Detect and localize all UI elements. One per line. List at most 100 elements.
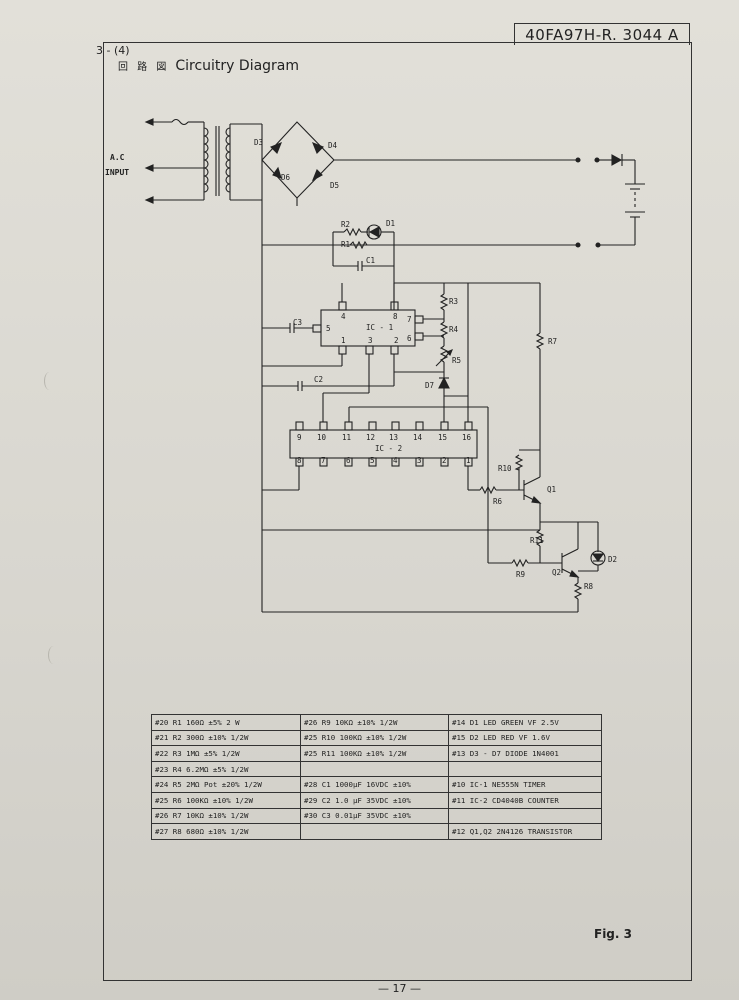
table-row: #22 R3 1MΩ ±5% 1/2W#25 R11 100KΩ ±10% 1/… (151, 745, 602, 762)
r11-label: R11 (530, 536, 544, 545)
d6-label: D6 (281, 173, 291, 182)
ic2-pin-label: 16 (462, 433, 472, 442)
d7-label: D7 (425, 381, 435, 390)
table-cell: #25 R11 100KΩ ±10% 1/2W (300, 745, 449, 762)
table-row: #26 R7 10KΩ ±10% 1/2W#30 C3 0.01μF 35VDC… (151, 807, 602, 825)
ic2-pin-label: 15 (438, 433, 448, 442)
table-row: #21 R2 300Ω ±10% 1/2W#25 R10 100KΩ ±10% … (151, 729, 602, 747)
r8-label: R8 (584, 582, 594, 591)
c2-label: C2 (314, 375, 324, 384)
bridge-rectifier (261, 121, 581, 206)
ic2-pin-label: 10 (317, 433, 327, 442)
table-cell: #26 R7 10KΩ ±10% 1/2W (151, 807, 301, 825)
table-cell: #15 D2 LED RED VF 1.6V (448, 729, 602, 747)
table-row: #27 R8 680Ω ±10% 1/2W #12 Q1,Q2 2N4126 TR… (151, 823, 602, 840)
transformer (203, 122, 262, 201)
page-title: 回 路 図 Circuitry Diagram (118, 58, 299, 74)
table-cell (448, 807, 602, 825)
ic2-pin-label: 1 (466, 456, 471, 465)
ic1-pin-label: 5 (326, 324, 331, 333)
r7-label: R7 (548, 337, 558, 346)
table-cell: #23 R4 6.2MΩ ±5% 1/2W (151, 760, 301, 778)
r1-label: R1 (341, 240, 351, 249)
r6-label: R6 (493, 497, 503, 506)
ic2-pin-label: 14 (413, 433, 423, 442)
ic1-pin-label: 4 (341, 312, 346, 321)
c3-label: C3 (293, 318, 303, 327)
table-cell (300, 823, 449, 840)
ic2-pin-label: 8 (297, 456, 302, 465)
table-cell: #25 R6 100KΩ ±10% 1/2W (151, 791, 301, 809)
ic1-pin-label: 8 (393, 312, 398, 321)
table-cell (300, 760, 449, 778)
ic1-body (262, 283, 444, 393)
d1-label: D1 (386, 219, 396, 228)
d3-label: D3 (254, 138, 264, 147)
d2-label: D2 (608, 555, 618, 564)
ic2-pin-label: 12 (366, 433, 376, 442)
d5-label: D5 (330, 181, 340, 190)
ac-label: A.C (110, 153, 125, 162)
table-cell: #26 R9 10KΩ ±10% 1/2W (300, 714, 449, 731)
q2-label: Q2 (552, 568, 562, 577)
ic2-pin-label: 2 (442, 456, 447, 465)
ic1-pin-label: 6 (407, 334, 412, 343)
page-frame (103, 42, 692, 981)
q2-stage (262, 521, 606, 613)
table-cell: #11 IC-2 CD4040B COUNTER (448, 791, 602, 809)
ic2-pin-label: 11 (342, 433, 352, 442)
table-cell: #27 R8 680Ω ±10% 1/2W (151, 823, 301, 840)
table-cell: #29 C2 1.0 μF 35VDC ±10% (300, 791, 449, 809)
table-cell: #22 R3 1MΩ ±5% 1/2W (151, 745, 301, 762)
r10-label: R10 (498, 464, 512, 473)
ac-input-lines (144, 118, 204, 204)
ic2-pin-label: 6 (346, 456, 351, 465)
punch-hole-mark (48, 646, 59, 664)
c2-capacitor (262, 372, 395, 391)
ic2-pin-label: 7 (321, 456, 326, 465)
punch-hole-mark (44, 372, 55, 390)
table-cell: #20 R1 160Ω ±5% 2 W (151, 714, 301, 731)
ic2-pin-label: 3 (417, 456, 422, 465)
q1-label: Q1 (547, 485, 557, 494)
section-number: 3 - (4) (96, 44, 130, 57)
page-number: — 17 — (378, 982, 421, 995)
table-cell: #21 R2 300Ω ±10% 1/2W (151, 729, 301, 747)
table-row: #20 R1 160Ω ±5% 2 W#26 R9 10KΩ ±10% 1/2W… (151, 714, 602, 731)
charging-network (261, 200, 581, 612)
q1-stage (468, 283, 578, 523)
table-row: #23 R4 6.2MΩ ±5% 1/2W (151, 760, 602, 778)
table-cell: #25 R10 100KΩ ±10% 1/2W (300, 729, 449, 747)
ic1-pin-label: 3 (368, 336, 373, 345)
figure-label: Fig. 3 (594, 927, 632, 941)
table-row: #25 R6 100KΩ ±10% 1/2W#29 C2 1.0 μF 35VD… (151, 791, 602, 809)
ic1-pin-label: 1 (341, 336, 346, 345)
table-cell: #13 D3 - D7 DIODE 1N4001 (448, 745, 602, 762)
table-cell (448, 760, 602, 778)
parts-list-table: #20 R1 160Ω ±5% 2 W#26 R9 10KΩ ±10% 1/2W… (151, 714, 602, 840)
r9-label: R9 (516, 570, 526, 579)
ic2-pin-label: 9 (297, 433, 302, 442)
d4-label: D4 (328, 141, 338, 150)
battery-output (594, 154, 645, 248)
ic2-body (262, 283, 489, 563)
ic2-label: IC - 2 (375, 444, 403, 453)
table-cell: #12 Q1,Q2 2N4126 TRANSISTOR (448, 823, 602, 840)
table-cell: #28 C1 1000μF 16VDC ±10% (300, 776, 449, 793)
ic1-pin-label: 7 (407, 315, 412, 324)
ic1-pin-label: 2 (394, 336, 399, 345)
r4-label: R4 (449, 325, 459, 334)
table-row: #24 R5 2MΩ Pot ±20% 1/2W#28 C1 1000μF 16… (151, 776, 602, 793)
table-cell: #14 D1 LED GREEN VF 2.5V (448, 714, 602, 731)
c1-label: C1 (366, 256, 376, 265)
ic2-pin-label: 5 (370, 456, 375, 465)
title-japanese: 回 路 図 (118, 62, 170, 73)
ic2-pin-label: 4 (393, 456, 398, 465)
r3-label: R3 (449, 297, 459, 306)
table-cell: #24 R5 2MΩ Pot ±20% 1/2W (151, 776, 301, 793)
document-number: 40FA97H-R. 3044 A (514, 23, 690, 45)
title-english: Circuitry Diagram (175, 58, 300, 74)
timing-resistors (435, 283, 468, 422)
